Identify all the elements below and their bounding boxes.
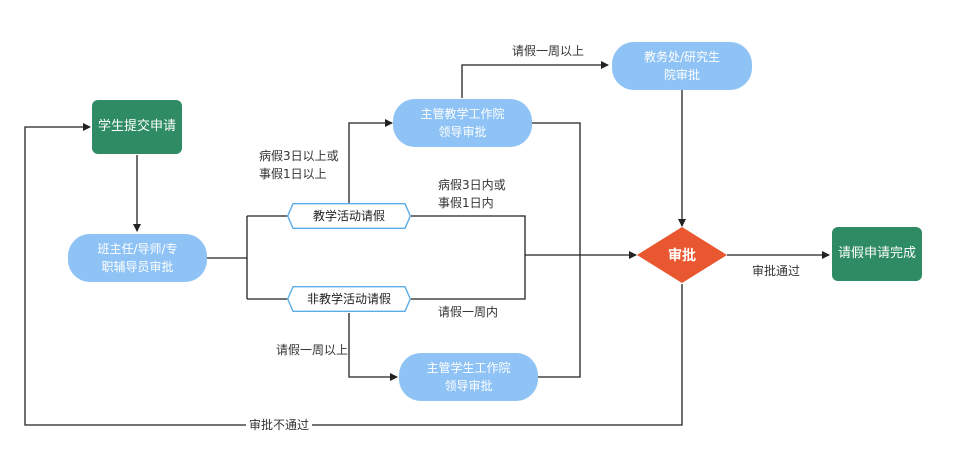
office-label-line1: 教务处/研究生 — [643, 50, 721, 64]
edge-nonteaching-to-merge — [411, 255, 526, 300]
leave-complete-label: 请假申请完成 — [837, 246, 916, 261]
teaching-leave-hex — [287, 203, 411, 229]
edge-teachingdean-to-merge — [532, 122, 581, 255]
label-rejected: 审批不通过 — [246, 416, 313, 434]
submit-application-label: 学生提交申请 — [97, 119, 176, 134]
label-sick3-within-line1: 病假3日内或 — [438, 178, 506, 192]
teaching-leave-label: 教学活动请假 — [312, 209, 385, 223]
leave-complete-node: 请假申请完成 — [832, 227, 922, 281]
teaching-dean-approval-node: 主管教学工作院 领导审批 — [393, 99, 532, 147]
edge-teaching-to-merge — [411, 215, 526, 255]
edge-rejected-loop — [24, 123, 683, 426]
teaching-leave-node: 教学活动请假 — [287, 203, 411, 229]
office-label-line2: 院审批 — [663, 68, 700, 82]
label-sick3-or1: 病假3日以上或 事假1日以上 — [259, 147, 339, 183]
edge-dean-to-office — [461, 61, 609, 98]
approve-diamond-shape — [637, 227, 727, 283]
teaching-dean-label-line2: 领导审批 — [438, 125, 487, 139]
label-sick3-or1-line2: 事假1日以上 — [259, 167, 327, 181]
edge-nonteaching-to-studentdean — [348, 313, 398, 381]
office-approval-node: 教务处/研究生 院审批 — [612, 42, 752, 90]
student-dean-approval-node: 主管学生工作院 领导审批 — [399, 353, 538, 401]
edge-studentdean-to-merge — [538, 255, 581, 378]
label-sick3-within-line2: 事假1日内 — [438, 196, 494, 210]
teaching-dean-label-line1: 主管教学工作院 — [420, 107, 505, 121]
nonteaching-leave-node: 非教学活动请假 — [287, 286, 411, 312]
student-dean-label-line1: 主管学生工作院 — [426, 361, 511, 375]
submit-application-node: 学生提交申请 — [92, 100, 182, 154]
label-over-week-bottom: 请假一周以上 — [276, 343, 349, 357]
advisor-approval-label-line1: 班主任/导师/专 — [97, 242, 178, 256]
label-sick3-or1-line1: 病假3日以上或 — [259, 149, 339, 163]
nonteaching-leave-hex — [287, 286, 411, 312]
advisor-approval-node: 班主任/导师/专 职辅导员审批 — [68, 234, 207, 282]
approve-label: 审批 — [668, 248, 696, 264]
nonteaching-leave-label: 非教学活动请假 — [306, 292, 391, 306]
label-over-week-top: 请假一周以上 — [512, 44, 585, 58]
label-within-week: 请假一周内 — [438, 305, 499, 319]
edge-teaching-to-dean — [348, 119, 393, 203]
student-dean-label-line2: 领导审批 — [444, 379, 493, 393]
label-sick3-within: 病假3日内或 事假1日内 — [438, 176, 506, 212]
advisor-approval-label-line2: 职辅导员审批 — [101, 260, 174, 274]
label-approved: 审批通过 — [752, 264, 801, 278]
